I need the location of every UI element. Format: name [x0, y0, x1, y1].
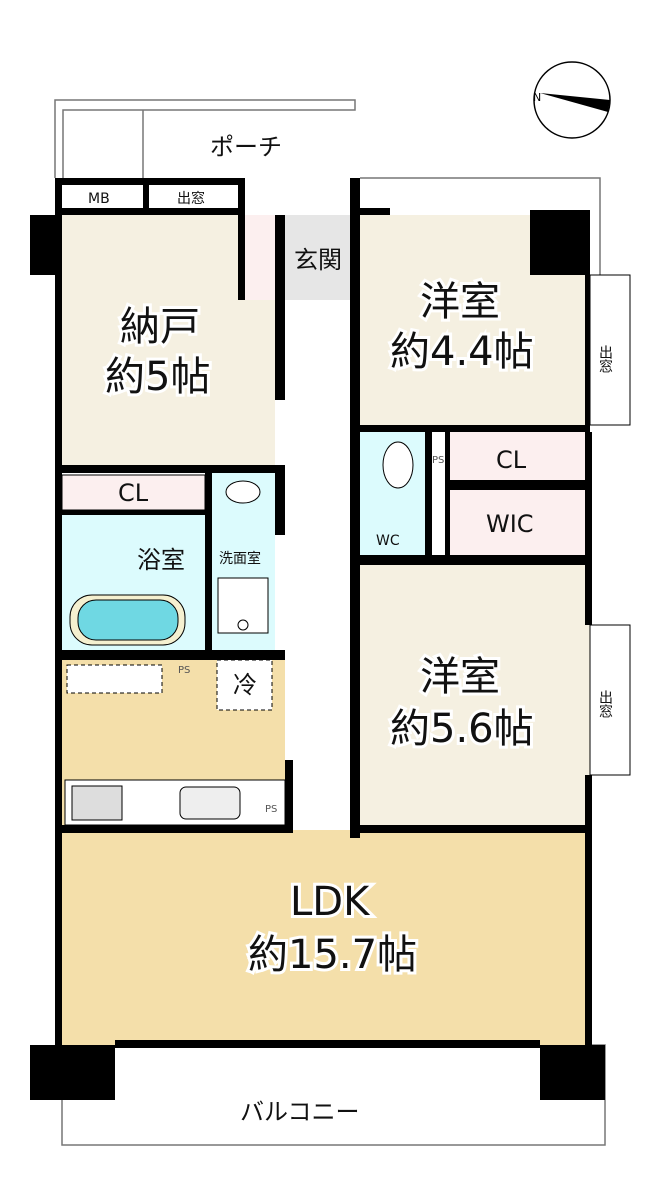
- balcony-label: バルコニー: [240, 1098, 360, 1126]
- washing-machine-icon: [217, 577, 269, 634]
- washroom-label: 洗面室: [219, 550, 261, 567]
- western-room-2-name: 洋室: [420, 654, 500, 700]
- wc-label: WC: [376, 533, 400, 549]
- fridge-label: 冷: [233, 671, 257, 699]
- toilet-icon: [382, 441, 414, 489]
- western-room-1-size: 約4.4帖: [390, 329, 534, 375]
- mb-label: MB: [88, 191, 110, 207]
- porch-label: ポーチ: [210, 133, 282, 161]
- entrance-label: 玄関: [294, 246, 342, 274]
- ldk-size: 約15.7帖: [248, 932, 417, 978]
- western-room-2-size: 約5.6帖: [390, 706, 534, 752]
- closet-left-label: CL: [118, 479, 149, 507]
- ps-label-3: PS: [432, 455, 444, 466]
- ldk-room: [62, 660, 585, 1045]
- wic-label: WIC: [486, 510, 534, 538]
- bay-window-right-2-label: 出窓: [597, 690, 613, 718]
- balcony: [61, 1044, 606, 1146]
- storage-room: [62, 215, 275, 465]
- western-room-1-name: 洋室: [420, 279, 500, 325]
- western-room-2: [360, 565, 590, 825]
- sink-icon: [179, 786, 241, 820]
- storage-room-name: 納戸: [120, 304, 200, 350]
- entrance: [285, 215, 350, 300]
- bay-window-right-2: [589, 624, 631, 776]
- porch: [54, 99, 356, 178]
- bay-window-right-1-label: 出窓: [597, 345, 613, 373]
- closet-right: [450, 432, 585, 480]
- bathtub: [77, 599, 179, 641]
- ps-label-2: PS: [265, 804, 277, 815]
- ps-label-1: PS: [178, 665, 190, 676]
- stove-icon: [71, 785, 123, 821]
- fridge-space: [216, 659, 273, 711]
- walls: [30, 178, 605, 1100]
- bay-window-top-label: 出窓: [177, 190, 205, 207]
- ldk-name: LDK: [290, 879, 371, 925]
- svg-text:N: N: [533, 91, 541, 104]
- compass-icon: N: [533, 61, 611, 139]
- bath-label: 浴室: [137, 546, 185, 574]
- walk-in-closet: [450, 490, 585, 555]
- storage-room-size: 約5帖: [105, 354, 210, 400]
- closet-right-label: CL: [496, 446, 527, 474]
